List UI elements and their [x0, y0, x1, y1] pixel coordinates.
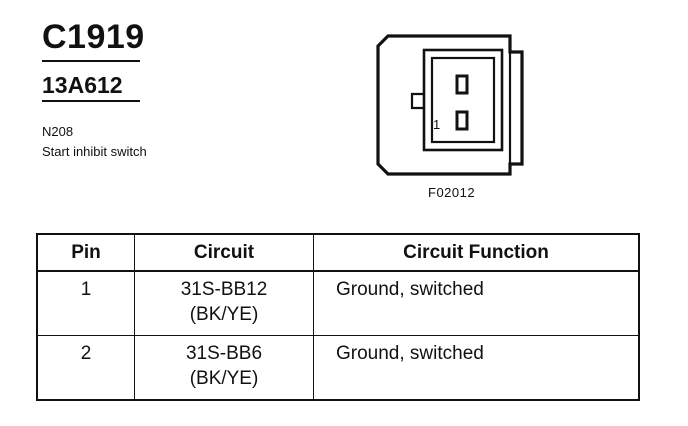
cell-function: Ground, switched	[313, 270, 640, 336]
header-pin: Pin	[36, 233, 135, 272]
table-header-row: Pin Circuit Circuit Function	[36, 233, 640, 272]
cell-circuit: 31S-BB12 (BK/YE)	[134, 270, 314, 336]
part-number: 13A612	[42, 72, 123, 98]
figure-code: F02012	[428, 185, 476, 200]
locking-tab	[410, 92, 424, 110]
pin-1-marker: 1	[433, 117, 440, 132]
divider-top	[42, 60, 140, 62]
table-row: 2 31S-BB6 (BK/YE) Ground, switched	[36, 335, 640, 401]
wire-color: (BK/YE)	[189, 303, 259, 325]
cell-pin: 2	[36, 335, 135, 401]
header-circuit-function: Circuit Function	[313, 233, 640, 272]
connector-face-diagram: 1	[376, 34, 524, 176]
cell-circuit: 31S-BB6 (BK/YE)	[134, 335, 314, 401]
connector-cavity-block	[422, 48, 504, 152]
circuit-number: 31S-BB12	[180, 279, 268, 300]
pin-2-terminal	[455, 74, 469, 95]
connector-housing-outline	[376, 34, 524, 176]
location-code: N208	[42, 124, 74, 139]
divider-bottom	[42, 100, 140, 102]
cell-function: Ground, switched	[313, 335, 640, 401]
connector-id: C1919	[42, 18, 145, 56]
circuit-number: 31S-BB6	[185, 343, 263, 364]
pin-table: Pin Circuit Circuit Function 1 31S-BB12 …	[36, 233, 640, 401]
connector-cavity-inner	[430, 56, 496, 144]
header-circuit: Circuit	[134, 233, 314, 272]
table-row: 1 31S-BB12 (BK/YE) Ground, switched	[36, 270, 640, 336]
pin-1-terminal	[455, 110, 469, 131]
component-description: Start inhibit switch	[42, 144, 147, 159]
wire-color: (BK/YE)	[189, 367, 259, 389]
cell-pin: 1	[36, 270, 135, 336]
